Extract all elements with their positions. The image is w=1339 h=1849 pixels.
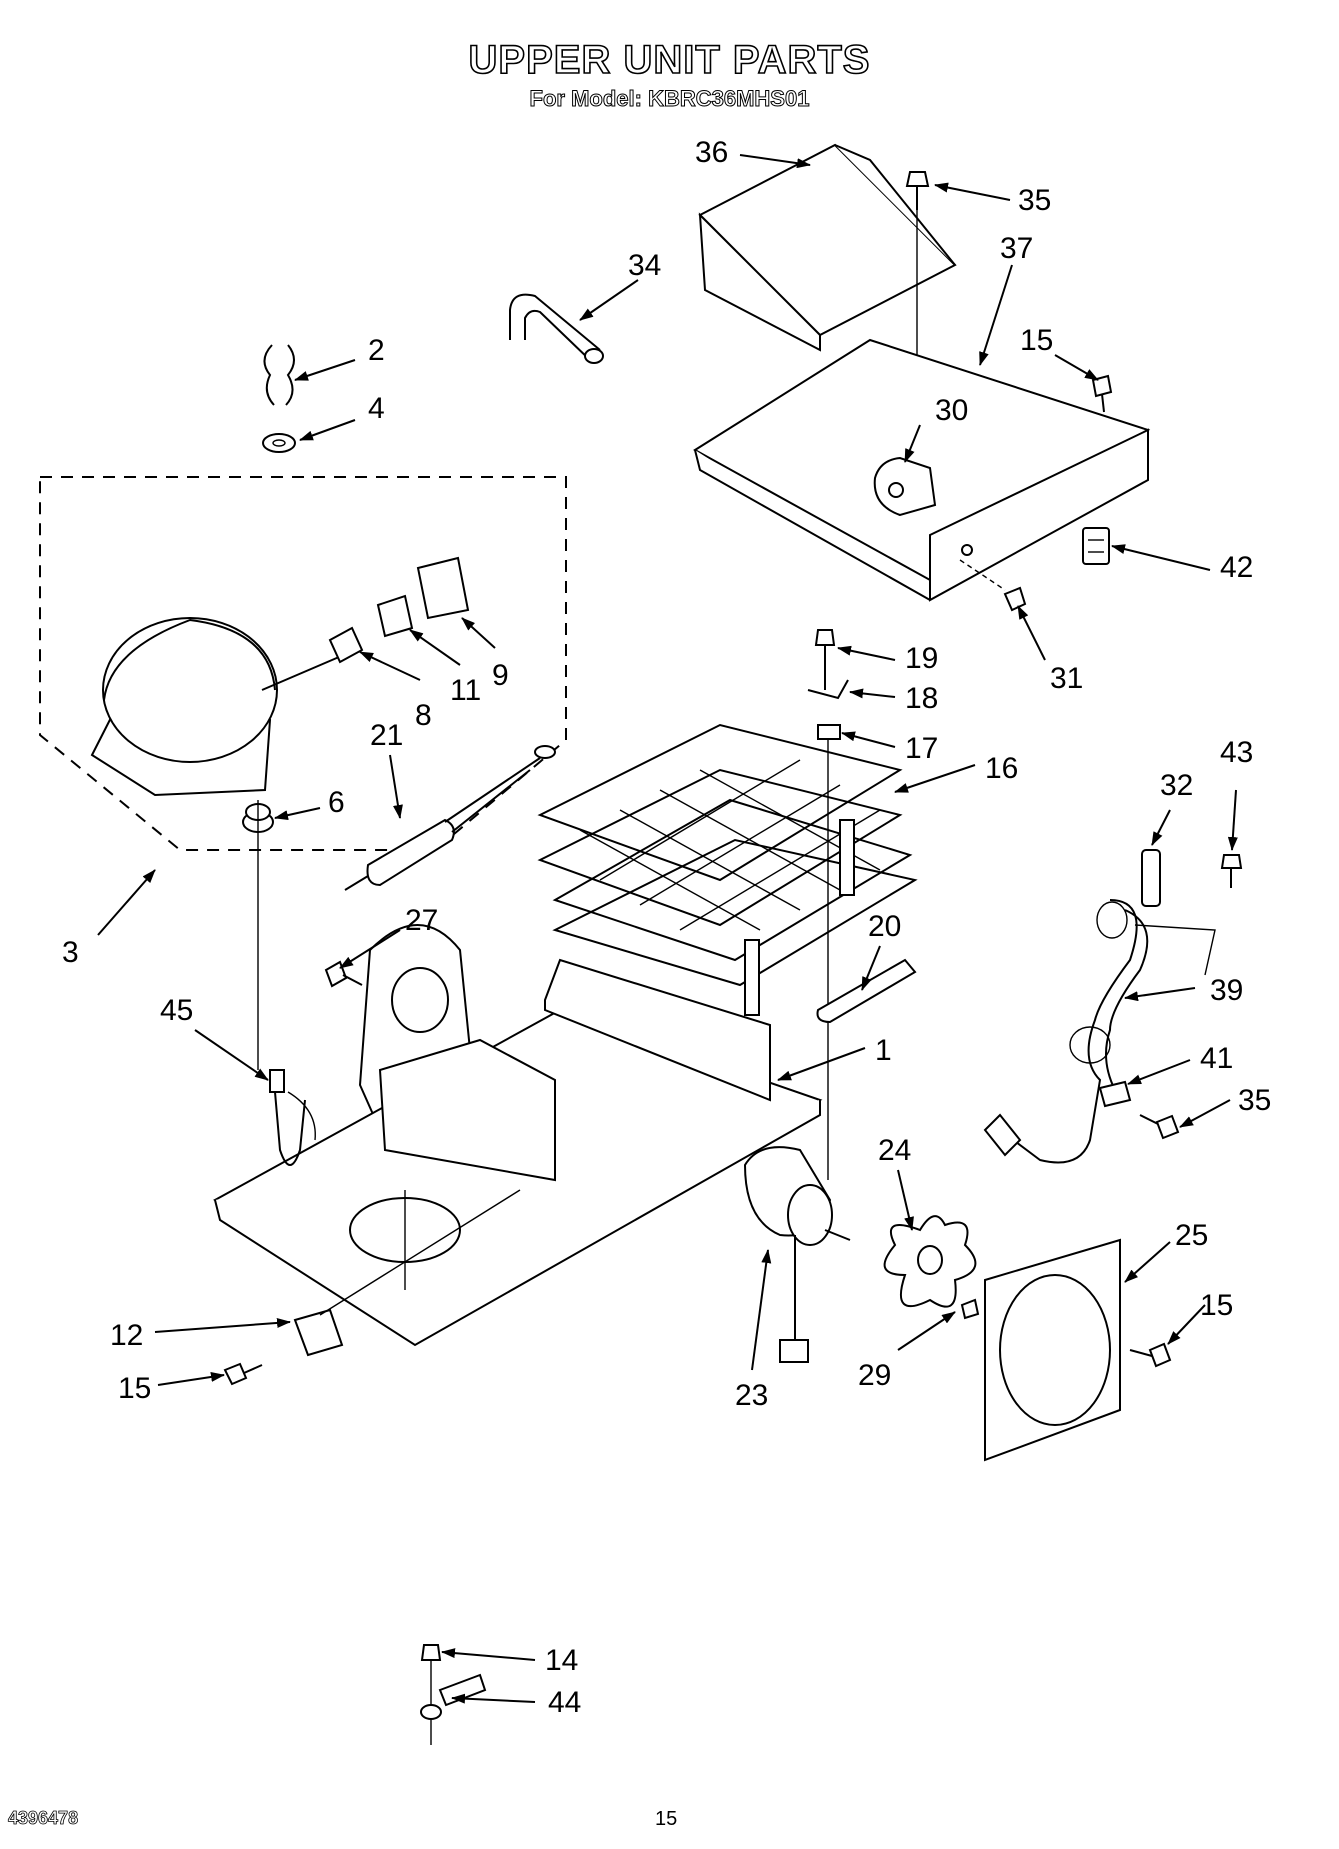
callout-24: 24 xyxy=(878,1134,911,1167)
callout-39: 39 xyxy=(1210,974,1243,1007)
part-11-overload xyxy=(376,594,414,638)
document-number: 4396478 xyxy=(8,1808,79,1829)
callout-45: 45 xyxy=(160,994,193,1027)
callout-3: 3 xyxy=(62,936,79,969)
callout-labels: 36 35 34 37 2 15 4 30 42 9 11 8 19 18 31… xyxy=(62,136,1271,1719)
part-14-screw xyxy=(420,1644,442,1745)
callout-32: 32 xyxy=(1160,769,1193,802)
callout-27: 27 xyxy=(405,904,438,937)
callout-20: 20 xyxy=(868,910,901,943)
callout-35: 35 xyxy=(1018,184,1051,217)
callout-21: 21 xyxy=(370,719,403,752)
page-title: UPPER UNIT PARTS xyxy=(468,37,871,83)
part-12-capacitor xyxy=(293,1189,521,1357)
callout-25: 25 xyxy=(1175,1219,1208,1252)
part-18-clamp xyxy=(807,679,849,700)
part-9-start-relay xyxy=(416,556,470,620)
callout-15b: 15 xyxy=(118,1372,151,1405)
callout-2: 2 xyxy=(368,334,385,367)
callout-19: 19 xyxy=(905,642,938,675)
callout-23: 23 xyxy=(735,1379,768,1412)
part-2-spring-clip xyxy=(263,344,295,406)
part-8-relay-cover xyxy=(328,626,364,664)
part-43-ground-screw xyxy=(1220,854,1243,888)
callout-29: 29 xyxy=(858,1359,891,1392)
part-16-evaporator-coil xyxy=(537,723,918,1016)
part-45-wire-harness xyxy=(269,1069,316,1166)
part-41-cord-clamp xyxy=(1098,1080,1132,1108)
part-17-clip xyxy=(817,724,841,1180)
callout-18: 18 xyxy=(905,682,938,715)
callout-15: 15 xyxy=(1020,324,1053,357)
compressor-assembly-boundary xyxy=(39,476,567,851)
callout-35b: 35 xyxy=(1238,1084,1271,1117)
part-6-grommet xyxy=(242,800,274,1070)
part-1-base-pan xyxy=(213,958,823,1347)
part-35-screw-right xyxy=(1139,1114,1180,1140)
part-24-fan-blade xyxy=(883,1215,977,1308)
callout-leaders xyxy=(97,154,1238,1704)
callout-4: 4 xyxy=(368,392,385,425)
part-29-blade-clip xyxy=(960,1298,980,1320)
part-19-screw xyxy=(814,629,836,690)
callout-41: 41 xyxy=(1200,1042,1233,1075)
callout-34: 34 xyxy=(628,249,661,282)
callout-16: 16 xyxy=(985,752,1018,785)
callout-15c: 15 xyxy=(1200,1289,1233,1322)
part-36-air-deflector xyxy=(698,143,957,352)
part-15-screw-lower-right xyxy=(1129,1342,1172,1368)
callout-9: 9 xyxy=(492,659,509,692)
part-25-fan-shroud xyxy=(984,1238,1121,1462)
part-21-filter-drier xyxy=(344,745,556,891)
part-31-screw xyxy=(959,559,1027,612)
part-20-wire-tie xyxy=(816,958,917,1024)
part-42-connector xyxy=(1082,527,1110,565)
callout-8: 8 xyxy=(415,699,432,732)
callout-37: 37 xyxy=(1000,232,1033,265)
callout-36: 36 xyxy=(695,136,728,169)
callout-42: 42 xyxy=(1220,551,1253,584)
callout-6: 6 xyxy=(328,786,345,819)
callout-44: 44 xyxy=(548,1686,581,1719)
part-4-washer xyxy=(262,433,296,453)
callout-1: 1 xyxy=(875,1034,892,1067)
part-32-spacer xyxy=(1141,849,1161,907)
part-30-fan-bracket xyxy=(873,456,937,517)
callout-17: 17 xyxy=(905,732,938,765)
part-compressor xyxy=(90,617,347,797)
part-15-screw-upper xyxy=(1091,374,1113,413)
part-39-power-cord xyxy=(983,899,1216,1164)
part-23-fan-motor xyxy=(743,1146,851,1363)
callout-14: 14 xyxy=(545,1644,578,1677)
part-37-mounting-plate xyxy=(693,338,1151,602)
part-34-drain-tube xyxy=(509,293,604,364)
callout-43: 43 xyxy=(1220,736,1253,769)
page-number: 15 xyxy=(655,1808,678,1830)
callout-30: 30 xyxy=(935,394,968,427)
model-subtitle: For Model: KBRC36MHS01 xyxy=(529,86,810,112)
callout-31: 31 xyxy=(1050,662,1083,695)
callout-11: 11 xyxy=(450,674,481,707)
part-15-screw-lower-left xyxy=(223,1362,263,1386)
callout-12: 12 xyxy=(110,1319,143,1352)
